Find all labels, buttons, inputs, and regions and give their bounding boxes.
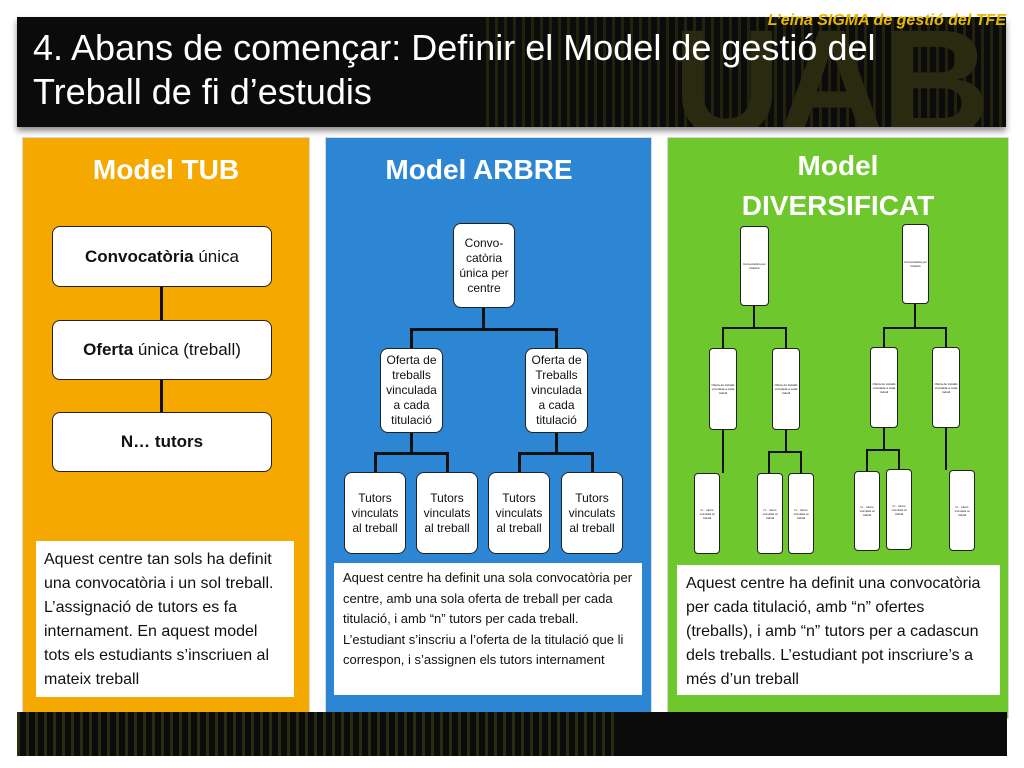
div-right-line-a bbox=[883, 327, 885, 348]
uab-watermark: UAB bbox=[673, 17, 990, 127]
div-right-tutors-1: N... tutors vinculats al treball bbox=[854, 471, 880, 551]
div-left-tutors-1: N... tutors vinculats al treball bbox=[694, 473, 720, 554]
div-left-tutors-3: N... tutors vinculats al treball bbox=[788, 473, 814, 554]
footer-label: L’eina SIGMA de gestió del TFE bbox=[767, 12, 1006, 29]
div-left-line-b-split bbox=[768, 451, 802, 453]
div-description: Aquest centre ha definit una convocatòri… bbox=[677, 565, 1000, 695]
div-right-line-level1 bbox=[883, 327, 946, 329]
div-left-line-level1 bbox=[722, 327, 786, 329]
arbre-oferta-left: Oferta de treballs vinculada a cada titu… bbox=[380, 348, 443, 433]
div-right-line-a-down bbox=[883, 428, 885, 450]
tub-title: Model TUB bbox=[92, 154, 240, 185]
arbre-tutors-2: Tutors vinculats al treball bbox=[416, 472, 478, 554]
div-left-line-root bbox=[753, 305, 755, 328]
div-left-oferta-a: Oferta de treballs vinculada a cada treb… bbox=[709, 348, 737, 430]
arbre-line-right-split bbox=[518, 452, 594, 455]
div-left-line-b1 bbox=[768, 451, 770, 473]
tub-oferta-box: Oferta única (treball) bbox=[52, 320, 272, 380]
slide-title: 4. Abans de començar: Definir el Model d… bbox=[33, 27, 876, 112]
div-left-line-b-down bbox=[785, 430, 787, 452]
tub-connector-1 bbox=[160, 287, 163, 320]
div-title-line1: Model bbox=[797, 150, 879, 181]
div-left-oferta-b: Oferta de treballs vinculada a cada treb… bbox=[772, 348, 800, 430]
div-right-oferta-b: Oferta de treballs vinculada a cada treb… bbox=[932, 347, 960, 428]
tub-convocatoria-bold: Convocatòria bbox=[84, 246, 194, 266]
div-left-line-b2 bbox=[800, 451, 802, 473]
arbre-line-left-down bbox=[410, 433, 413, 453]
tub-oferta-bold: Oferta bbox=[83, 340, 134, 359]
div-right-tutors-2: N... tutors vinculats al treball bbox=[886, 469, 912, 550]
div-left-tutors-2: N... tutors vinculats al treball bbox=[757, 473, 783, 554]
title-banner: UAB bbox=[17, 17, 1006, 127]
arbre-tutors-1: Tutors vinculats al treball bbox=[344, 472, 406, 554]
arbre-tutors-3: Tutors vinculats al treball bbox=[488, 472, 550, 554]
tub-connector-2 bbox=[160, 380, 163, 412]
arbre-line-level1 bbox=[410, 328, 557, 331]
arbre-line-left bbox=[410, 328, 413, 348]
tub-oferta-rest: única (treball) bbox=[133, 340, 241, 359]
arbre-description: Aquest centre ha definit una sola convoc… bbox=[334, 563, 642, 695]
footer-bar bbox=[17, 712, 1007, 756]
arbre-line-left-split bbox=[374, 452, 449, 455]
div-right-line-b-down bbox=[945, 428, 947, 470]
arbre-line-t1 bbox=[374, 452, 377, 472]
arbre-tutors-4: Tutors vinculats al treball bbox=[561, 472, 623, 554]
arbre-oferta-right: Oferta de Treballs vinculada a cada titu… bbox=[525, 348, 588, 433]
arbre-line-right bbox=[555, 328, 558, 348]
div-right-line-a1 bbox=[866, 449, 868, 471]
div-left-line-a bbox=[722, 327, 724, 348]
arbre-line-t3 bbox=[518, 452, 521, 472]
arbre-line-right-down bbox=[555, 433, 558, 453]
tub-convocatoria-rest: única bbox=[193, 246, 239, 266]
arbre-title: Model ARBRE bbox=[385, 154, 573, 185]
div-right-root: Convocatòria per titulació bbox=[902, 224, 929, 304]
div-right-line-root bbox=[914, 303, 916, 328]
div-left-root: Convocatòria per titulació bbox=[740, 226, 769, 306]
div-right-line-a-split bbox=[866, 449, 900, 451]
tub-tutors-box: N… tutors bbox=[52, 412, 272, 472]
div-left-line-b bbox=[785, 327, 787, 348]
banner-stripes bbox=[486, 17, 1006, 127]
div-right-line-b bbox=[945, 327, 947, 348]
arbre-line-root bbox=[482, 307, 485, 329]
tub-description: Aquest centre tan sols ha definit una co… bbox=[36, 541, 294, 697]
footer-stripes bbox=[17, 712, 617, 756]
tub-convocatoria-box: Convocatòria única bbox=[52, 226, 272, 287]
div-left-line-a-down bbox=[722, 430, 724, 473]
div-title-line2: DIVERSIFICAT bbox=[741, 190, 935, 221]
div-right-oferta-a: Oferta de treballs vinculada a cada treb… bbox=[870, 347, 898, 428]
arbre-line-t4 bbox=[591, 452, 594, 472]
div-right-tutors-3: N... tutors vinculats al treball bbox=[949, 470, 975, 551]
arbre-root-box: Convo-catòria única per centre bbox=[453, 223, 515, 308]
arbre-line-t2 bbox=[446, 452, 449, 472]
div-right-line-a2 bbox=[898, 449, 900, 469]
